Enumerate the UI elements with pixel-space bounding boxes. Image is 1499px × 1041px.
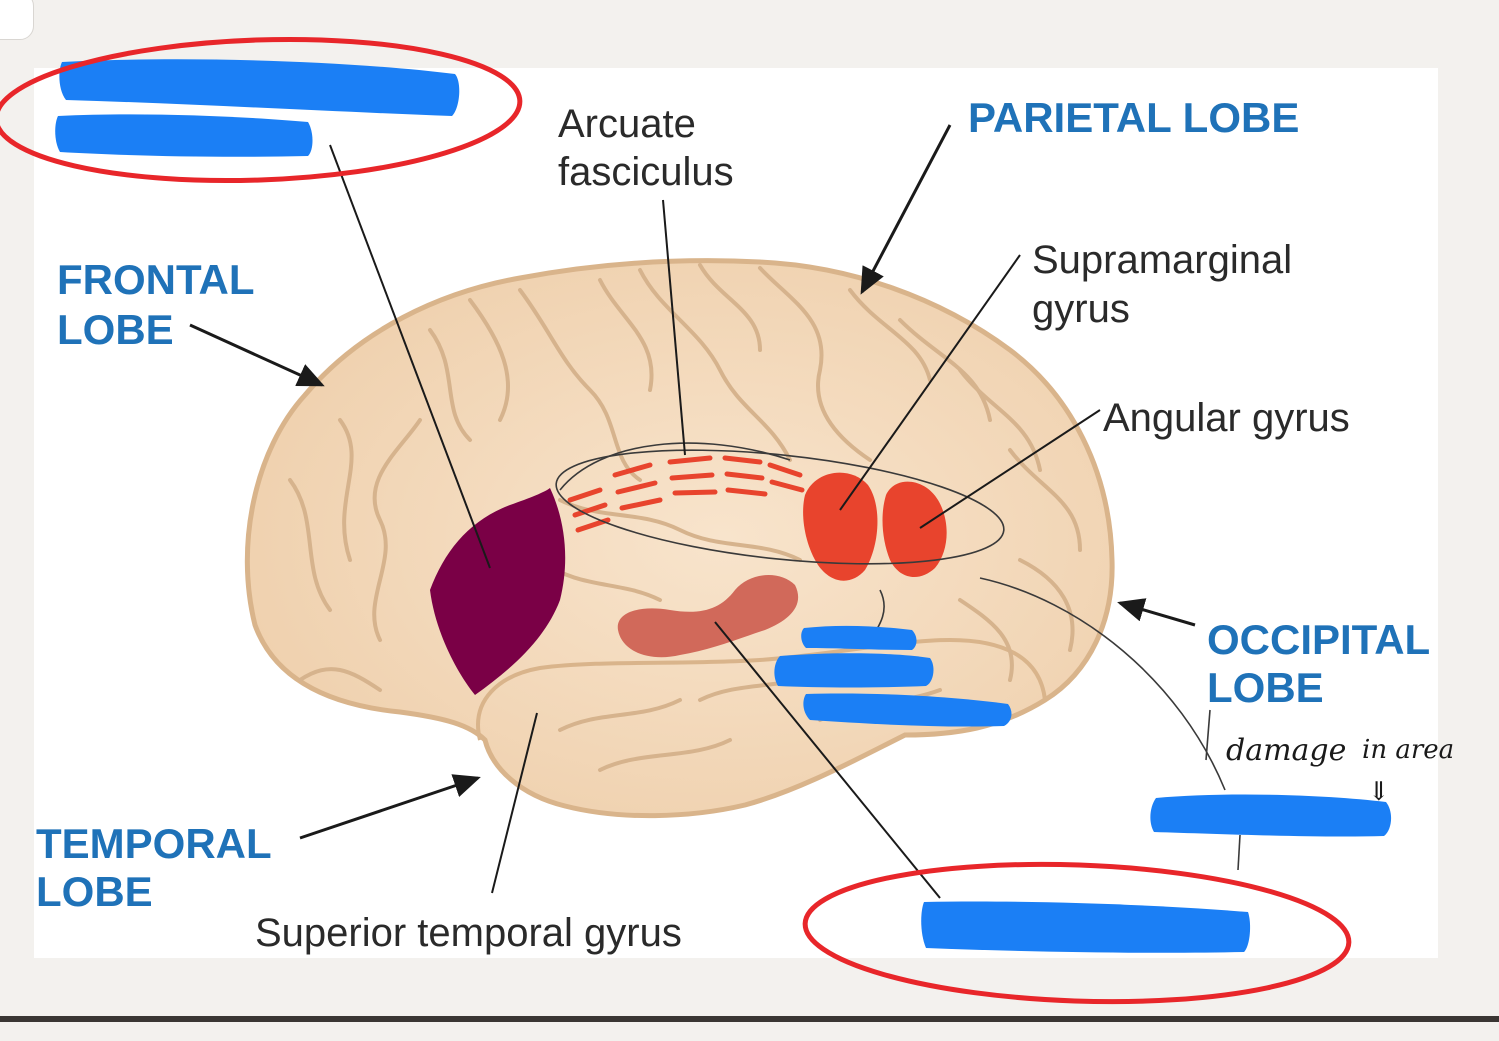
redaction-marks: [55, 59, 1392, 953]
highlight-circle-bottom: [802, 861, 1352, 1005]
arcuate-fasciculus-fibers: [567, 455, 805, 533]
pencil-annotations: [555, 442, 1241, 871]
redaction-top-2: [55, 114, 313, 157]
redaction-top-1: [59, 59, 460, 116]
leader-lines: [329, 144, 1101, 899]
svg-text:in area: in area: [1362, 735, 1454, 765]
broca-area: [430, 488, 566, 695]
sulci: [288, 263, 1082, 772]
redaction-mid-3: [803, 693, 1012, 727]
redaction-bottom: [921, 901, 1251, 953]
handwritten-note: damage in area ⇓: [1226, 733, 1454, 807]
wernicke-area: [617, 574, 799, 658]
arcuate-fasciculus-label: Arcuate fasciculus: [558, 102, 734, 194]
lobe-arrows: [189, 124, 1196, 840]
parietal-lobe-label: PARIETAL LOBE: [968, 94, 1299, 141]
angular-gyrus-label: Angular gyrus: [1103, 396, 1350, 440]
supramarginal-gyrus-area: [803, 472, 878, 581]
highlight-circles: [0, 36, 1352, 1005]
page-corner-tab: [0, 0, 34, 40]
svg-text:⇓: ⇓: [1368, 777, 1390, 807]
frontal-lobe-label: FRONTAL LOBE: [57, 256, 265, 353]
highlight-circle-top: [0, 36, 523, 184]
temporal-lobe-label: TEMPORAL LOBE: [36, 820, 283, 915]
redaction-mid-2: [774, 653, 934, 688]
bottom-toolbar-edge: [0, 1016, 1499, 1041]
angular-gyrus-area: [882, 481, 947, 578]
redaction-right: [1150, 794, 1392, 837]
superior-temporal-gyrus-label: Superior temporal gyrus: [255, 911, 682, 955]
supramarginal-gyrus-label: Supramarginal gyrus: [1032, 238, 1303, 331]
occipital-lobe-label: OCCIPITAL LOBE: [1207, 616, 1441, 711]
redaction-mid-1: [801, 625, 917, 650]
svg-text:damage: damage: [1226, 733, 1346, 768]
